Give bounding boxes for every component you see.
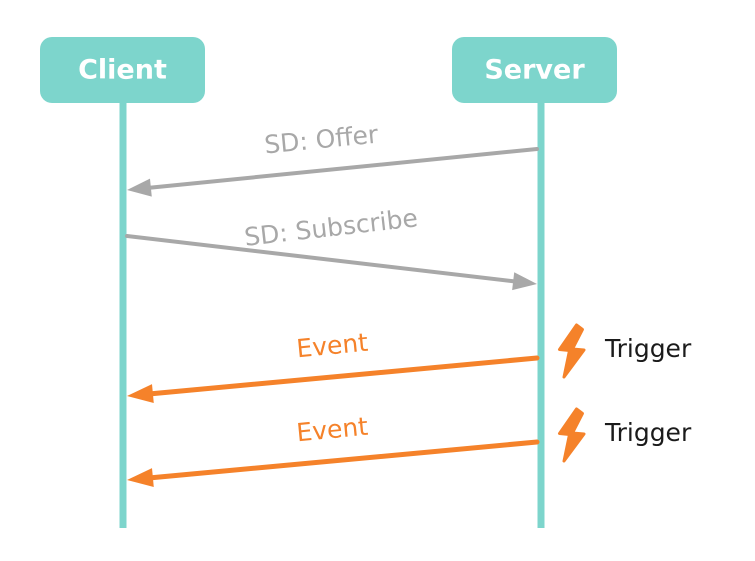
lightning-bolt-icon: [558, 407, 586, 463]
message-label-sd-offer: SD: Offer: [263, 120, 380, 160]
message-event-2[interactable]: Event: [127, 412, 540, 488]
message-label-event-2: Event: [295, 412, 369, 448]
message-line-event-1: [150, 355, 540, 397]
participant-label-client: Client: [78, 55, 167, 86]
message-line-sd-subscribe: [125, 234, 516, 284]
arrowhead-event-2: [127, 468, 154, 488]
triggers-group: Trigger Trigger: [558, 323, 692, 463]
arrowhead-event-1: [127, 384, 154, 404]
lifelines-group: [119, 103, 545, 528]
trigger-1[interactable]: Trigger: [558, 323, 692, 379]
trigger-label: Trigger: [604, 418, 692, 447]
message-event-1[interactable]: Event: [127, 328, 540, 404]
message-sd-offer[interactable]: SD: Offer: [127, 120, 539, 197]
participant-label-server: Server: [484, 55, 585, 86]
trigger-label: Trigger: [604, 334, 692, 363]
messages-group: SD: Offer SD: Subscribe Event Event: [125, 120, 540, 488]
message-label-sd-subscribe: SD: Subscribe: [243, 203, 419, 252]
message-line-event-2: [150, 439, 540, 481]
trigger-2[interactable]: Trigger: [558, 407, 692, 463]
message-sd-subscribe[interactable]: SD: Subscribe: [125, 203, 537, 291]
participant-client[interactable]: Client: [40, 37, 205, 103]
participants-group: Client Server: [40, 37, 617, 103]
participant-box-client: [40, 37, 205, 103]
arrowhead-sd-offer: [127, 178, 152, 197]
participant-box-server: [452, 37, 617, 103]
lightning-bolt-icon: [558, 323, 586, 379]
message-label-event-1: Event: [295, 328, 369, 364]
message-line-sd-offer: [148, 147, 539, 190]
participant-server[interactable]: Server: [452, 37, 617, 103]
arrowhead-sd-subscribe: [512, 272, 537, 291]
